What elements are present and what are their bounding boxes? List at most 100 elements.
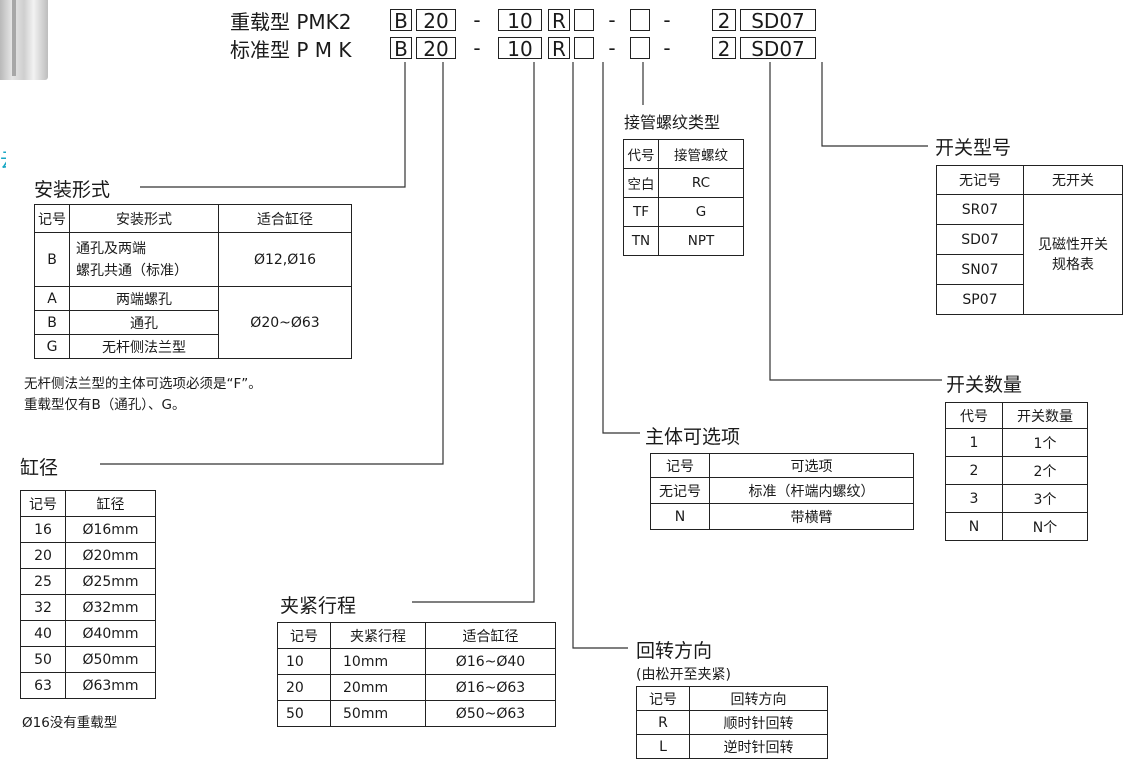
table-cell: 2个 (1002, 456, 1088, 485)
table-cell-merged: Ø20~Ø63 (218, 286, 352, 359)
dash-2: - (608, 36, 616, 60)
table-cell: 10mm (330, 648, 426, 675)
switch-model-cell: SD07 (740, 9, 816, 32)
table-cell: Ø16mm (65, 516, 156, 543)
model-code-heavy: 重载型 PMK2 B 20 - 10 R - - 2 SD07 (230, 6, 816, 34)
dash-1: - (473, 36, 481, 60)
table-cell: 40 (20, 620, 66, 647)
dash-1: - (473, 8, 481, 32)
table-header: 夹紧行程 (330, 622, 426, 649)
table-cell: Ø50~Ø63 (425, 700, 556, 727)
mount-cell: B (390, 9, 412, 32)
table-cell: SR07 (936, 194, 1024, 225)
table-cell: Ø63mm (65, 672, 156, 699)
table-cell: 3 (945, 484, 1003, 513)
table-cell: 25 (20, 568, 66, 595)
table-header: 记号 (650, 453, 710, 478)
switch-model-cell: SD07 (740, 37, 816, 60)
table-cell: 通孔及两端 螺孔共通（标准） (69, 232, 219, 287)
bore-cell: 20 (416, 37, 456, 60)
table-cell: Ø16~Ø63 (425, 674, 556, 701)
table-cell: 1个 (1002, 428, 1088, 457)
table-cell: 20mm (330, 674, 426, 701)
stroke-cell: 10 (498, 37, 542, 60)
mounting-connector (140, 62, 406, 188)
table-cell: 50 (277, 700, 331, 727)
dash-3: - (663, 8, 671, 32)
table-cell: G (658, 197, 744, 227)
table-cell: TF (623, 197, 659, 227)
side-mark: 云 (0, 144, 6, 168)
table-cell: 32 (20, 594, 66, 621)
table-header: 接管螺纹 (658, 139, 744, 169)
table-header: 代号 (623, 139, 659, 169)
dash-3: - (663, 36, 671, 60)
bore-title: 缸径 (20, 457, 59, 479)
table-cell: N (945, 512, 1003, 541)
body-option-cell (574, 37, 594, 59)
port-thread-cell (630, 37, 650, 59)
switch-model-connector (821, 62, 928, 147)
table-cell: Ø20mm (65, 542, 156, 569)
table-cell: 标准（杆端内螺纹） (709, 477, 914, 504)
dash-2: - (608, 8, 616, 32)
rotation-connector (572, 62, 628, 649)
table-header: 记号 (277, 622, 331, 649)
switch-qty-cell: 2 (712, 9, 736, 32)
table-cell: 16 (20, 516, 66, 543)
table-cell: SP07 (936, 284, 1024, 315)
table-cell: NPT (658, 226, 744, 256)
model-code-standard: 标准型 P M K B 20 - 10 R - - 2 SD07 (230, 34, 816, 62)
table-cell: RC (658, 168, 744, 198)
table-cell: Ø40mm (65, 620, 156, 647)
table-row: B 通孔及两端 螺孔共通（标准） Ø12,Ø16 (34, 232, 352, 287)
table-header: 记号 (34, 204, 70, 233)
table-cell: 50 (20, 646, 66, 673)
rotation-cell: R (548, 37, 570, 60)
mounting-note-2: 重载型仅有B（通孔）、G。 (24, 397, 186, 413)
table-cell: G (34, 334, 70, 359)
table-header: 无开关 (1023, 165, 1123, 195)
mount-cell: B (390, 37, 412, 60)
table-cell: SD07 (936, 224, 1024, 255)
bore-cell: 20 (416, 9, 456, 32)
table-header: 回转方向 (689, 686, 828, 711)
table-header: 适合缸径 (218, 204, 352, 233)
table-cell: 无记号 (650, 477, 710, 504)
mounting-title: 安装形式 (34, 179, 111, 201)
mounting-note-1: 无杆侧法兰型的主体可选项必须是“F”。 (24, 376, 262, 392)
stroke-cell: 10 (498, 9, 542, 32)
table-cell: R (636, 710, 690, 735)
table-cell: A (34, 286, 70, 311)
table-header: 开关数量 (1002, 402, 1088, 429)
mounting-table: 记号 安装形式 适合缸径 B 通孔及两端 螺孔共通（标准） Ø12,Ø16 A … (34, 204, 352, 359)
table-header: 安装形式 (69, 204, 219, 233)
table-row: SP07 (936, 284, 1123, 315)
table-cell: L (636, 734, 690, 759)
port-thread-cell (630, 9, 650, 31)
table-cell: 10 (277, 648, 331, 675)
port-thread-title: 接管螺纹类型 (624, 113, 721, 132)
table-cell: Ø32mm (65, 594, 156, 621)
body-option-cell (574, 9, 594, 31)
table-row: SN07 (936, 254, 1123, 285)
switch-qty-title: 开关数量 (946, 374, 1023, 396)
table-cell: 顺时针回转 (689, 710, 828, 735)
table-cell: 20 (20, 542, 66, 569)
